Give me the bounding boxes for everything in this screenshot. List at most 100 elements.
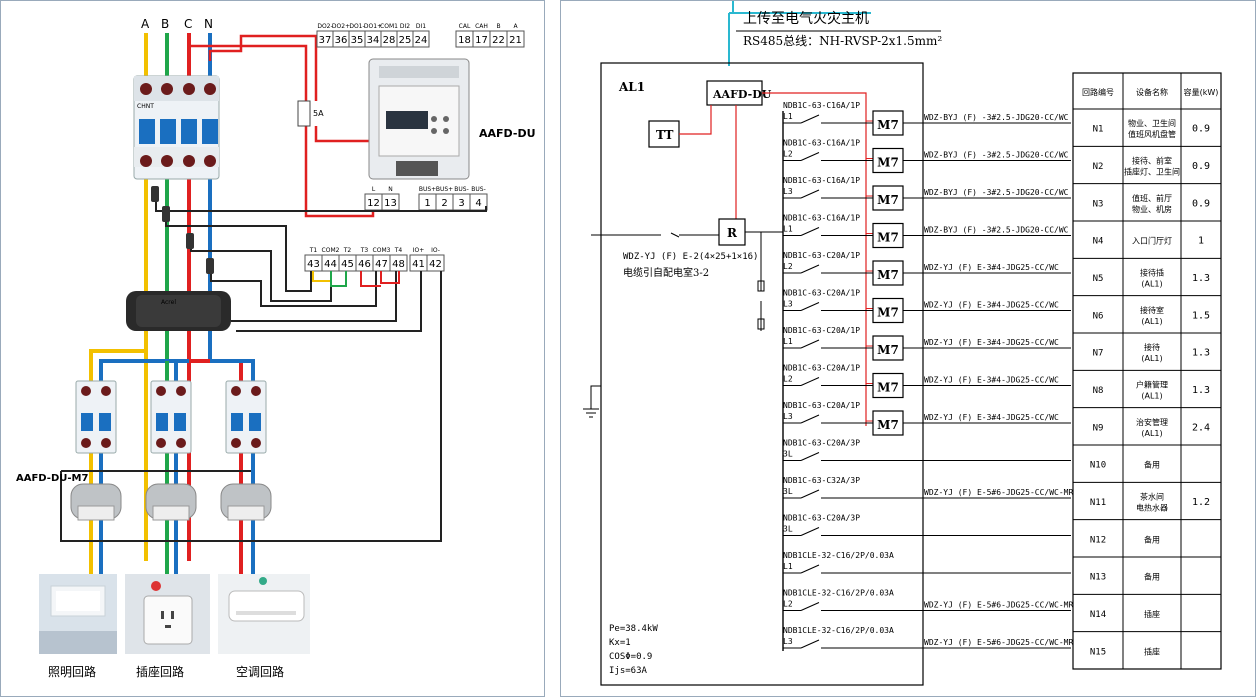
table-device-name: 户籍管理 (1136, 380, 1168, 390)
m7-sensors (70, 483, 272, 521)
single-line-diagram-panel: 上传至电气火灾主机 RS485总线：NH-RVSP-2x1.5mm² AL1 A… (560, 0, 1256, 697)
circuit-breaker-model: NDB1CLE-32-C16/2P/0.03A (783, 626, 894, 635)
circuit-cable: WDZ-YJ (F) E-5#6-JDG25-CC/WC-MR (924, 638, 1073, 647)
table-device-name: 物业、卫生间 (1128, 118, 1176, 128)
fuse-label: 5A (313, 109, 324, 118)
circuit-switch (783, 114, 923, 124)
table-circuit-no: N10 (1090, 461, 1106, 471)
io-terminal-name: IO+ (413, 247, 425, 254)
load-socket-picture (125, 574, 210, 654)
circuit-cable: WDZ-BYJ (F) -3#2.5-JDG20-CC/WC (924, 151, 1069, 160)
branch-breakers (75, 380, 267, 454)
circuit-phase: L1 (783, 225, 793, 234)
top-terminal-name: DO1- (349, 23, 364, 30)
circuit-switch (783, 189, 923, 199)
ln-terminal-name: L (372, 186, 376, 193)
branch-breaker (150, 380, 192, 454)
m7-box-label: M7 (877, 343, 899, 357)
residual-current-transformer: Acrel (126, 291, 231, 331)
io-terminal-number: 41 (412, 259, 425, 270)
r-box-label: R (727, 226, 738, 240)
table-capacity: 1.3 (1192, 348, 1210, 359)
circuit-cable: WDZ-YJ (F) E-5#6-JDG25-CC/WC-MR (924, 488, 1073, 497)
circuit-breaker-model: NDB1C-63-C20A/1P (783, 251, 860, 260)
top-terminal-name: CAH (475, 23, 488, 30)
m7-box-label: M7 (877, 268, 899, 282)
top-terminal-number: 25 (399, 35, 412, 46)
ct-brand: Acrel (161, 299, 176, 306)
m7-box (872, 110, 904, 136)
circuit-phase: 3L (783, 450, 793, 459)
phase-label-b: B (161, 17, 169, 31)
table-circuit-no: N8 (1093, 386, 1104, 396)
aafd-box-label: AAFD-DU (712, 88, 772, 101)
table-circuit-no: N7 (1093, 349, 1104, 359)
ground-symbol (583, 385, 601, 418)
temperature-probes (151, 186, 214, 274)
tt-box (648, 120, 680, 148)
temp-wires-color (312, 271, 400, 287)
t-terminal-name: T1 (309, 247, 318, 254)
m7-box (872, 185, 904, 211)
t-terminal-name: COM2 (322, 247, 340, 254)
circuit-phase: L1 (783, 112, 793, 121)
circuit-switch (783, 414, 923, 424)
table-capacity: 2.4 (1192, 422, 1210, 433)
branch-breaker (75, 380, 117, 454)
circuit-breaker-model: NDB1C-63-C20A/3P (783, 514, 860, 523)
table-circuit-no: N13 (1090, 573, 1106, 583)
circuit-breaker-model: NDB1C-63-C20A/1P (783, 326, 860, 335)
circuit-phase: L3 (783, 300, 793, 309)
bus-terminal-name: BUS+ (436, 186, 453, 193)
io-terminal-name: IO- (431, 247, 440, 254)
t-terminal-name: COM3 (373, 247, 391, 254)
bus-terminal-number: 3 (458, 198, 464, 209)
top-terminal-name: COM1 (380, 23, 398, 30)
tt-box-label: TT (656, 128, 674, 142)
ln-terminal-number: 13 (384, 198, 397, 209)
fuse (297, 100, 311, 127)
incoming-cable: WDZ-YJ (F) E-2(4×25+1×16) (623, 252, 758, 262)
table-device-name: 插座灯、卫生间 (1124, 167, 1180, 177)
panel-enclosure (600, 62, 924, 686)
top-terminal-number: 17 (475, 35, 488, 46)
table-capacity: 1 (1198, 236, 1204, 247)
table-circuit-no: N2 (1093, 162, 1104, 172)
table-device-name: (AL1) (1141, 280, 1162, 289)
t-terminal-name: T2 (343, 247, 352, 254)
phase-label-n: N (204, 17, 213, 31)
panel-parameter: Kx=1 (609, 638, 631, 648)
circuit-switch (783, 264, 923, 274)
top-terminal-number: 21 (509, 35, 522, 46)
circuit-cable: WDZ-YJ (F) E-5#6-JDG25-CC/WC-MR (924, 601, 1073, 610)
circuit-phase: L1 (783, 337, 793, 346)
top-terminal-name: DO2- (317, 23, 332, 30)
circuit-phase: L2 (783, 150, 793, 159)
circuit-switch (783, 639, 923, 649)
top-terminal-number: 18 (458, 35, 471, 46)
circuit-breaker-model: NDB1C-63-C16A/1P (783, 101, 860, 110)
top-terminal-number: 22 (492, 35, 505, 46)
header-line1: 上传至电气火灾主机 (743, 10, 869, 27)
breaker-brand: CHNT (137, 103, 154, 110)
wiring-diagram: A B C N 5A (16, 17, 536, 679)
main-breaker: CHNT (133, 75, 220, 180)
header-line2: RS485总线：NH-RVSP-2x1.5mm² (743, 34, 942, 48)
top-terminal-name: DI1 (416, 23, 426, 30)
table-device-name: (AL1) (1141, 429, 1162, 438)
single-line-diagram: 上传至电气火灾主机 RS485总线：NH-RVSP-2x1.5mm² AL1 A… (583, 1, 1222, 686)
bus-terminal-name: BUS+ (419, 186, 436, 193)
table-device-name: 备用 (1144, 460, 1160, 470)
table-device-name: 插座 (1144, 646, 1160, 656)
table-circuit-no: N3 (1093, 199, 1104, 209)
top-terminal-name: CAL (459, 23, 471, 30)
m7-box (872, 222, 904, 249)
bus-terminal-name: BUS- (471, 186, 485, 193)
circuit-cable: WDZ-BYJ (F) -3#2.5-JDG20-CC/WC (924, 188, 1069, 197)
top-terminal-number: 36 (335, 35, 348, 46)
table-capacity: 0.9 (1192, 198, 1210, 209)
